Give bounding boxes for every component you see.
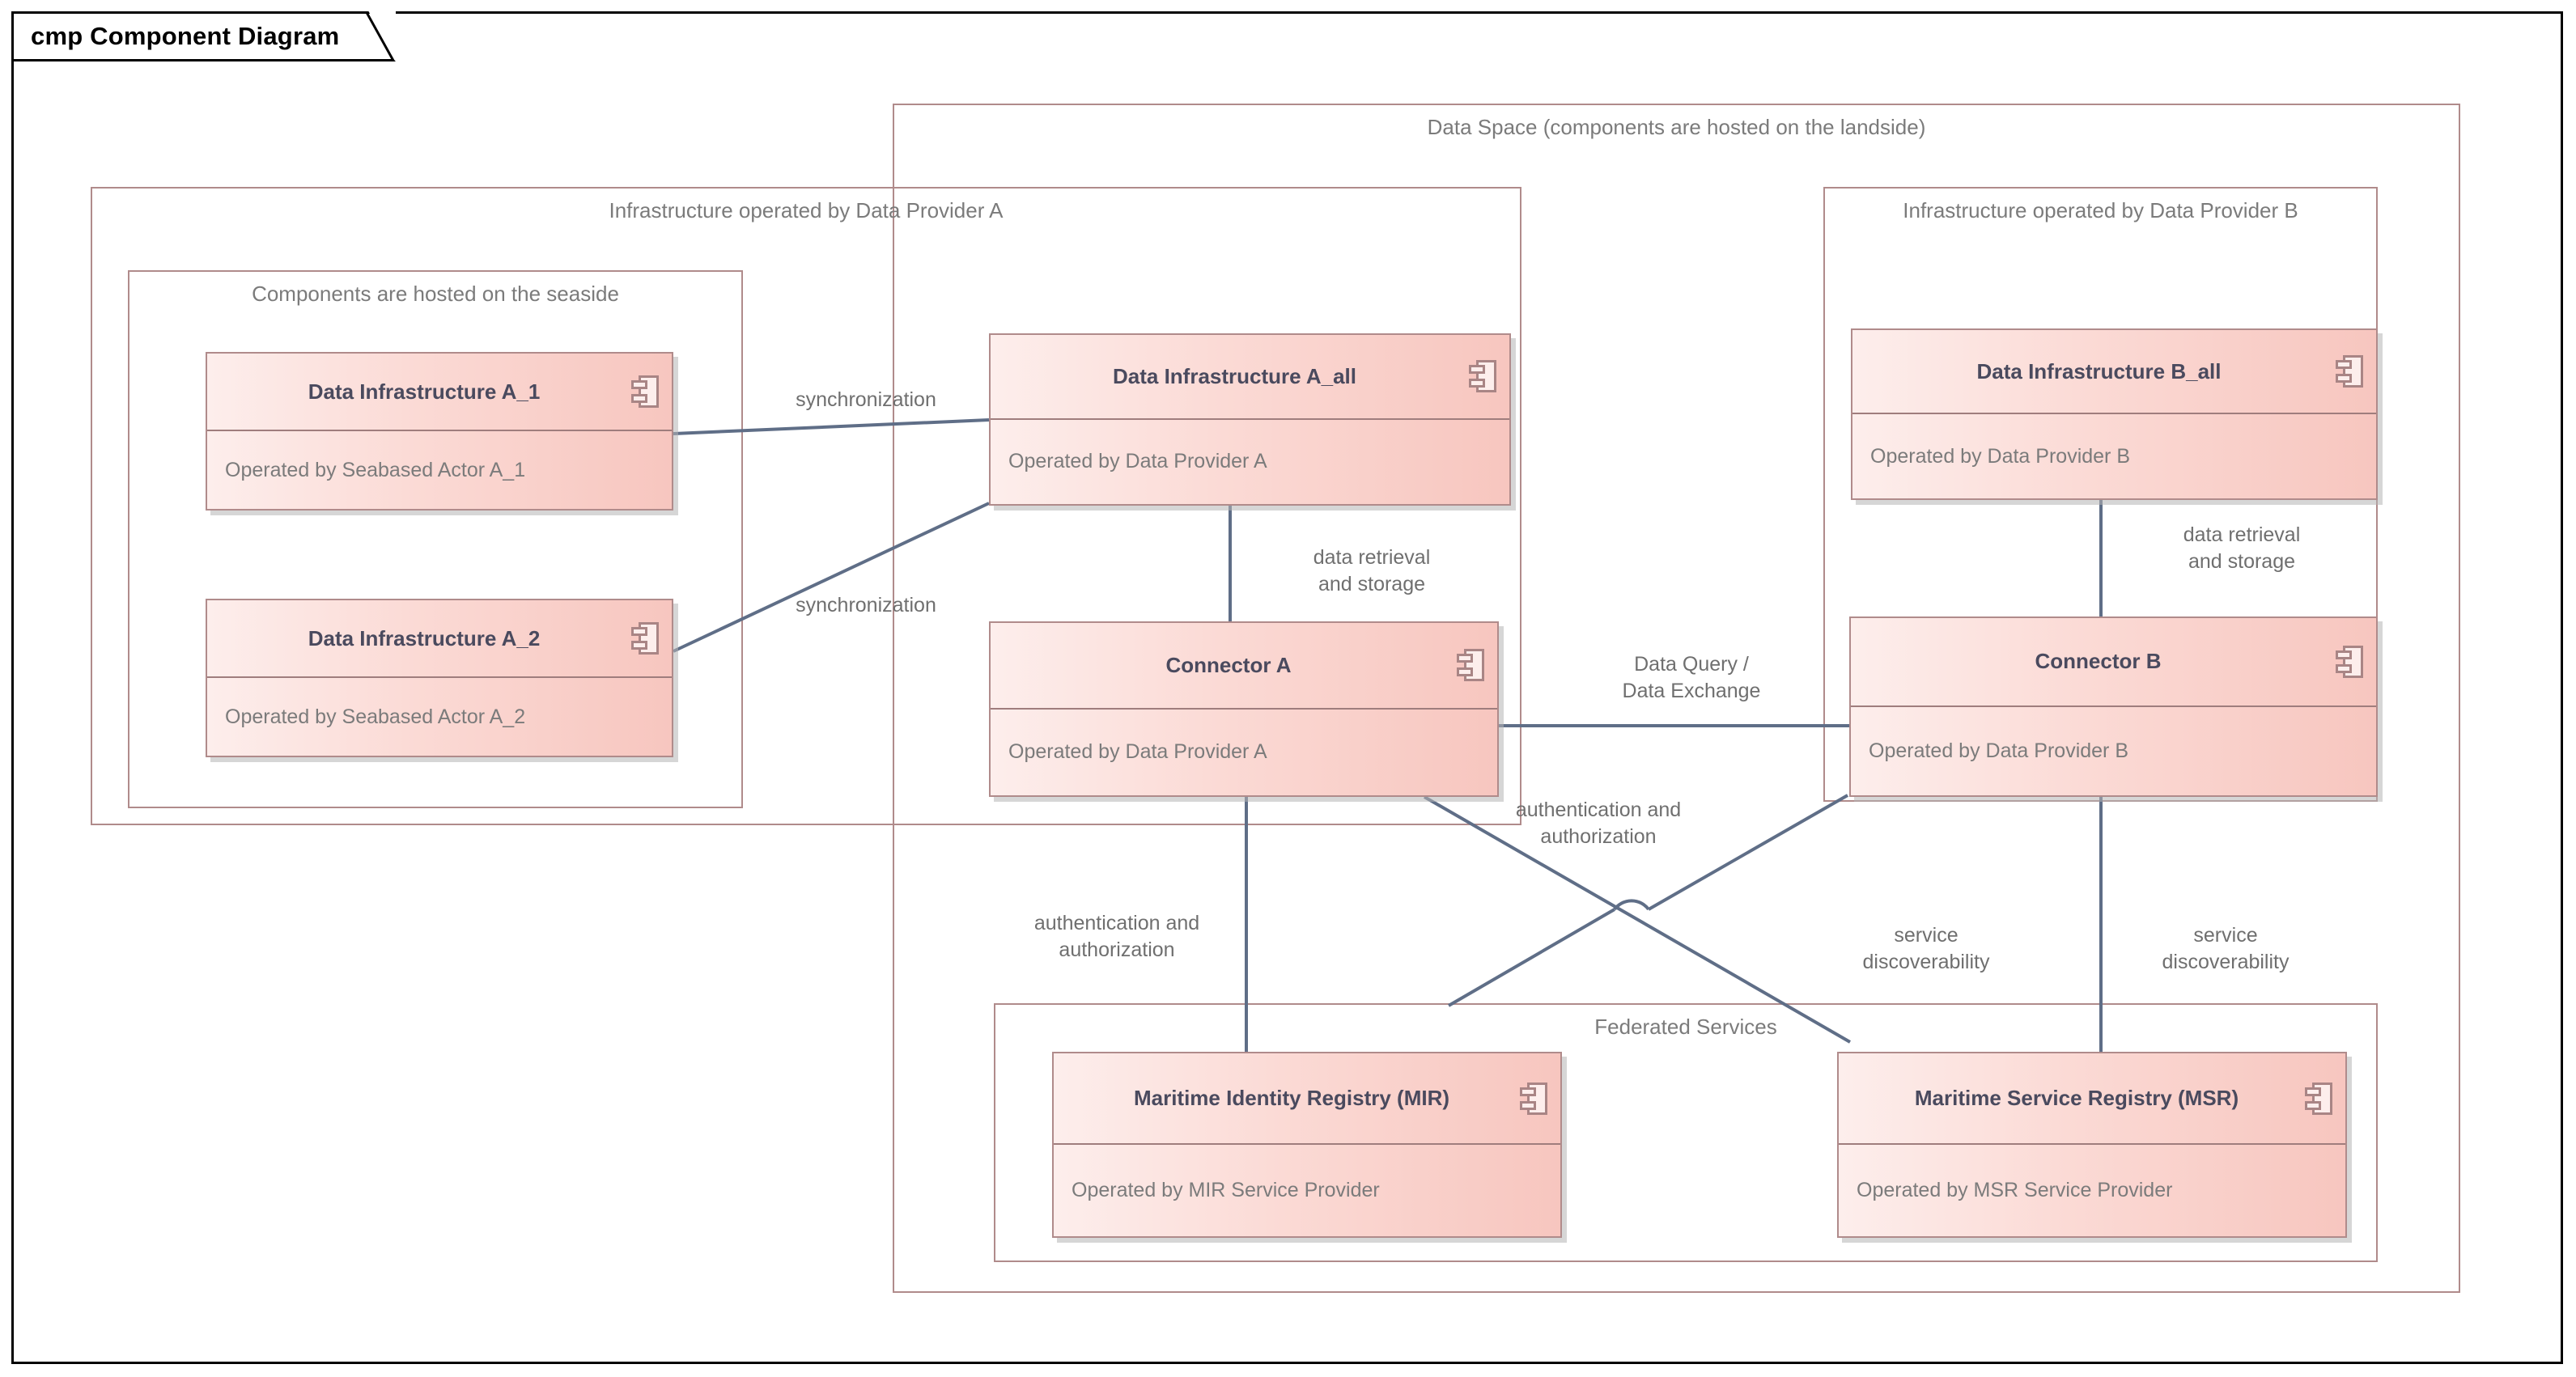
- component-title: Connector B: [2035, 649, 2162, 674]
- edge-label-data-retrieval-storage-a: data retrieval and storage: [1313, 546, 1431, 595]
- component-title: Data Infrastructure A_1: [308, 379, 541, 404]
- container-infrastructure-provider-b: Infrastructure operated by Data Provider…: [1823, 187, 2378, 802]
- container-data-space-label: Data Space (components are hosted on the…: [1427, 115, 1926, 139]
- edge-label-service-discoverability-a: service discoverability: [1862, 924, 1990, 973]
- diagram-title: cmp Component Diagram: [31, 22, 340, 50]
- component-body: Operated by MSR Service Provider: [1839, 1145, 2345, 1236]
- component-header: Maritime Identity Registry (MIR): [1054, 1053, 1560, 1145]
- uml-component-icon: [2336, 355, 2363, 388]
- component-header: Data Infrastructure A_all: [991, 335, 1509, 420]
- edge-label-data-retrieval-storage-b: data retrieval and storage: [2183, 523, 2301, 573]
- component-body: Operated by Seabased Actor A_2: [207, 678, 672, 756]
- component-title: Maritime Service Registry (MSR): [1914, 1086, 2239, 1110]
- container-infrastructure-provider-a: Infrastructure operated by Data Provider…: [91, 187, 1521, 825]
- component-title: Data Infrastructure A_2: [308, 625, 541, 650]
- component-title: Data Infrastructure B_all: [1976, 358, 2222, 383]
- container-federated-services-label: Federated Services: [1594, 1015, 1777, 1039]
- diagram-frame: [11, 11, 2563, 1364]
- component-title: Data Infrastructure A_all: [1112, 363, 1357, 388]
- uml-component-icon: [631, 375, 659, 408]
- component-header: Data Infrastructure B_all: [1852, 330, 2376, 414]
- component-data-infrastructure-b-all[interactable]: Data Infrastructure B_all Operated by Da…: [1851, 328, 2378, 500]
- container-infrastructure-provider-b-label: Infrastructure operated by Data Provider…: [1903, 198, 2298, 222]
- component-subtitle: Operated by Seabased Actor A_2: [225, 705, 526, 728]
- component-header: Connector A: [991, 623, 1497, 710]
- uml-component-icon: [1469, 360, 1496, 393]
- component-body: Operated by Data Provider B: [1852, 414, 2376, 498]
- component-subtitle: Operated by MIR Service Provider: [1072, 1179, 1380, 1201]
- component-maritime-identity-registry[interactable]: Maritime Identity Registry (MIR) Operate…: [1052, 1052, 1562, 1238]
- component-body: Operated by Seabased Actor A_1: [207, 431, 672, 509]
- container-data-space: Data Space (components are hosted on the…: [893, 104, 2460, 1293]
- component-body: Operated by Data Provider B: [1851, 707, 2376, 796]
- component-header: Maritime Service Registry (MSR): [1839, 1053, 2345, 1145]
- component-subtitle: Operated by Data Provider B: [1870, 444, 2130, 468]
- uml-component-icon: [1520, 1082, 1547, 1115]
- component-connector-a[interactable]: Connector A Operated by Data Provider A: [989, 621, 1499, 797]
- component-body: Operated by Data Provider A: [991, 420, 1509, 505]
- component-header: Connector B: [1851, 618, 2376, 707]
- component-subtitle: Operated by MSR Service Provider: [1857, 1179, 2173, 1201]
- component-body: Operated by MIR Service Provider: [1054, 1145, 1560, 1236]
- component-title: Connector A: [1165, 652, 1292, 677]
- uml-component-icon: [631, 622, 659, 655]
- edge-label-auth-connector-b: authentication and authorization: [1515, 799, 1682, 848]
- title-tab-chamfer: [363, 11, 396, 61]
- component-subtitle: Operated by Data Provider A: [1008, 450, 1267, 473]
- uml-component-icon: [2305, 1082, 2332, 1115]
- component-title: Maritime Identity Registry (MIR): [1133, 1086, 1450, 1110]
- edge-label-synchronization-a2: synchronization: [796, 594, 936, 616]
- component-subtitle: Operated by Data Provider A: [1008, 740, 1267, 764]
- component-maritime-service-registry[interactable]: Maritime Service Registry (MSR) Operated…: [1837, 1052, 2347, 1238]
- component-body: Operated by Data Provider A: [991, 710, 1497, 796]
- edge-label-data-query-exchange: Data Query / Data Exchange: [1622, 653, 1761, 702]
- uml-component-icon: [1457, 649, 1484, 682]
- edge-label-synchronization-a1: synchronization: [796, 388, 936, 411]
- component-data-infrastructure-a-1[interactable]: Data Infrastructure A_1 Operated by Seab…: [206, 352, 673, 511]
- component-connector-b[interactable]: Connector B Operated by Data Provider B: [1849, 616, 2378, 797]
- component-subtitle: Operated by Seabased Actor A_1: [225, 458, 526, 481]
- edge-label-auth-connector-a: authentication and authorization: [1033, 912, 1200, 961]
- edge-label-service-discoverability-b: service discoverability: [2162, 924, 2290, 973]
- container-infrastructure-provider-a-label: Infrastructure operated by Data Provider…: [609, 198, 1004, 222]
- component-data-infrastructure-a-all[interactable]: Data Infrastructure A_all Operated by Da…: [989, 333, 1511, 506]
- component-data-infrastructure-a-2[interactable]: Data Infrastructure A_2 Operated by Seab…: [206, 599, 673, 757]
- component-header: Data Infrastructure A_1: [207, 354, 672, 431]
- component-subtitle: Operated by Data Provider B: [1869, 739, 2128, 762]
- component-header: Data Infrastructure A_2: [207, 600, 672, 678]
- diagram-title-tab: cmp Component Diagram: [11, 11, 397, 61]
- uml-component-icon: [2336, 645, 2363, 678]
- container-seaside-components-label: Components are hosted on the seaside: [252, 282, 619, 306]
